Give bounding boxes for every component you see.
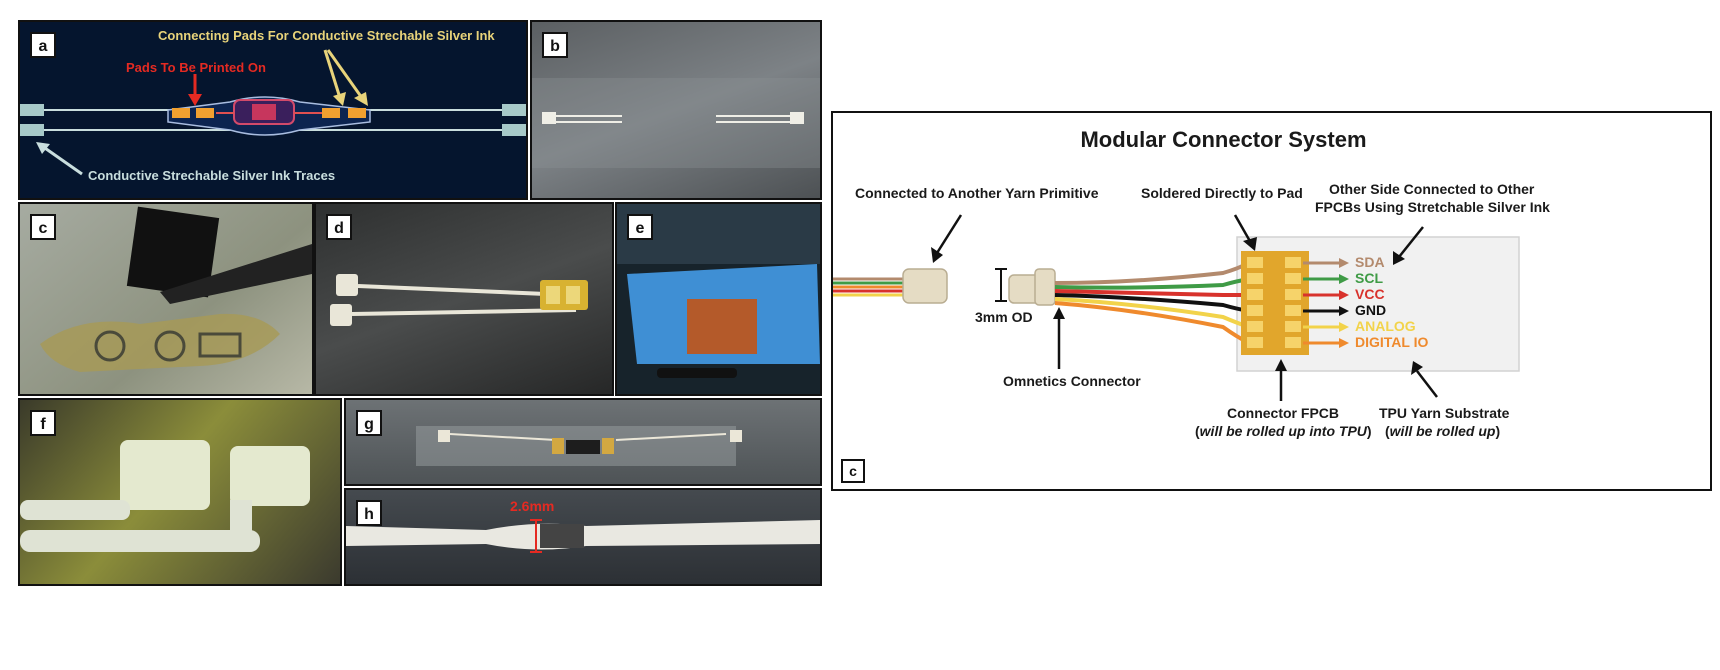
panel-f-drawing (20, 440, 310, 552)
panel-f-photo: f (18, 398, 342, 586)
fpcb-text-2: (will be rolled up into TPU) (1195, 423, 1372, 439)
another-yarn-text: Connected to Another Yarn Primitive (855, 185, 1099, 201)
pcb-layout-drawing (20, 49, 526, 176)
arrow-tpu (1416, 370, 1438, 398)
panel-h-drawing (346, 519, 820, 553)
pad-left-2 (196, 108, 214, 118)
panel-label-e: e (627, 214, 653, 240)
tpu-text-2: (will be rolled up) (1385, 423, 1501, 439)
panel-c-photo: c (18, 202, 314, 396)
panel-label-g: g (356, 410, 382, 436)
other-side-text-2: FPCBs Using Stretchable Silver Ink (1315, 199, 1550, 215)
left-pad-bottom (20, 124, 44, 136)
panel-d-drawing (330, 274, 588, 326)
arrow-other-side (1398, 226, 1424, 258)
panel-b-drawing (532, 78, 820, 168)
left-pad-top (20, 104, 44, 116)
connecting-pads-text: Connecting Pads For Conductive Strechabl… (158, 28, 495, 43)
signal-gnd: GND (1355, 302, 1387, 318)
right-pad-bottom (502, 124, 526, 136)
arrow-soldered (1233, 214, 1253, 244)
panel-g-drawing (416, 426, 742, 466)
panel-d-photo: d (314, 202, 614, 396)
chip (252, 104, 276, 120)
panel-a-pcb-layout: a Pads To Be Printed On Connecting Pads … (18, 20, 528, 200)
signal-vcc: VCC (1355, 286, 1385, 302)
connector-system-figure: Modular Connector System (831, 111, 1712, 491)
panel-g-photo: g (344, 398, 822, 486)
signal-digital-io: DIGITAL IO (1355, 334, 1429, 350)
signal-scl: SCL (1355, 270, 1383, 286)
connecting-arrow-1 (323, 49, 342, 99)
arrow-another-yarn (935, 214, 963, 254)
tpu-text-1: TPU Yarn Substrate (1379, 405, 1510, 421)
panel-c-drawing (40, 206, 312, 372)
signal-sda: SDA (1355, 254, 1385, 270)
traces-arrow (41, 144, 83, 176)
pad-left-1 (172, 108, 190, 118)
panel-b-photo: b (530, 20, 822, 200)
omnetics-text: Omnetics Connector (1003, 373, 1141, 389)
connecting-arrow-2 (326, 49, 364, 99)
measure-text: 2.6mm (510, 498, 555, 514)
panel-e-drawing (617, 204, 820, 378)
right-pad-top (502, 104, 526, 116)
signal-analog: ANALOG (1355, 318, 1416, 334)
connector-panel-label: c (841, 459, 865, 483)
panel-label-b: b (542, 32, 568, 58)
panel-label-f: f (30, 410, 56, 436)
figure-title: Modular Connector System (1080, 127, 1367, 152)
pad-right-1 (322, 108, 340, 118)
pad-right-2 (348, 108, 366, 118)
soldered-text: Soldered Directly to Pad (1141, 185, 1303, 201)
fpcb-text-1: Connector FPCB (1227, 405, 1339, 421)
panel-e-photo: e (615, 202, 822, 396)
od-text: 3mm OD (975, 309, 1033, 325)
panel-label-h: h (356, 500, 382, 526)
panel-h-photo: h 2.6mm (344, 488, 822, 586)
panel-label-d: d (326, 214, 352, 240)
other-side-text-1: Other Side Connected to Other (1329, 181, 1535, 197)
traces-text: Conductive Strechable Silver Ink Traces (88, 168, 336, 183)
panel-label-c: c (30, 214, 56, 240)
yarn-connector (902, 268, 948, 304)
connector-drawing (833, 214, 1520, 401)
pads-to-be-printed-text: Pads To Be Printed On (126, 60, 266, 75)
panel-label-a: a (30, 32, 56, 58)
